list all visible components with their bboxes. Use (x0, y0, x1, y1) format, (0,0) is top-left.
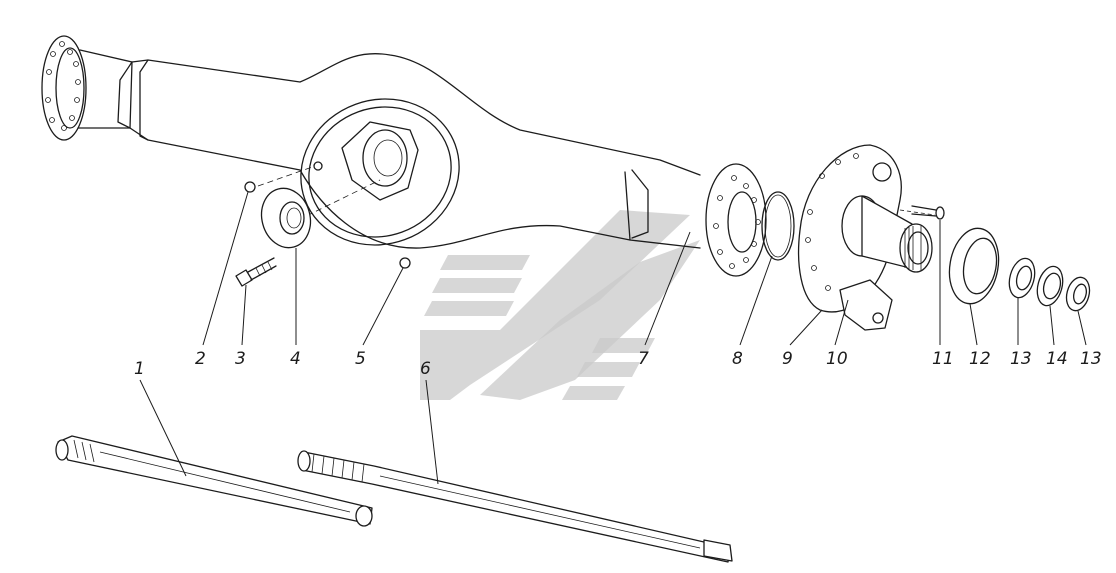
screw-part-11 (911, 205, 945, 220)
bearing-cover-part-4 (260, 187, 312, 249)
callout-6: 6 (420, 359, 431, 379)
callout-3: 3 (235, 349, 246, 369)
callout-4: 4 (290, 349, 301, 369)
callout-7: 7 (638, 349, 649, 369)
nut-part-13a (1008, 257, 1036, 299)
callout-9: 9 (782, 349, 793, 369)
callout-14: 14 (1046, 349, 1068, 369)
assembly-guides (257, 164, 936, 221)
callout-12: 12 (969, 349, 991, 369)
watermark-logo (420, 210, 700, 400)
plug-part-5 (399, 257, 411, 269)
plug-part-2b (313, 161, 323, 171)
callout-labels: 1 2 3 4 5 6 7 8 9 10 11 12 13 14 13 (134, 349, 1102, 379)
lock-washer-part-14 (1036, 265, 1064, 307)
callout-1: 1 (134, 359, 145, 379)
bolt-part-3 (235, 257, 277, 287)
callout-5: 5 (355, 349, 366, 369)
callout-10: 10 (826, 349, 848, 369)
callout-8: 8 (732, 349, 743, 369)
callout-13a: 13 (1010, 349, 1032, 369)
callout-2: 2 (195, 349, 206, 369)
seal-part-12 (948, 227, 1000, 305)
half-shaft-part-6 (297, 450, 733, 563)
callout-11: 11 (932, 349, 954, 369)
plug-part-2 (244, 181, 256, 193)
callout-leaders (139, 191, 1087, 485)
callout-13b: 13 (1080, 349, 1102, 369)
axle-trunnion-part-10 (839, 195, 933, 331)
nut-part-13b (1065, 276, 1091, 312)
o-ring-part-8 (761, 191, 795, 261)
axle-housing (41, 35, 767, 277)
half-shaft-part-1 (55, 435, 373, 527)
